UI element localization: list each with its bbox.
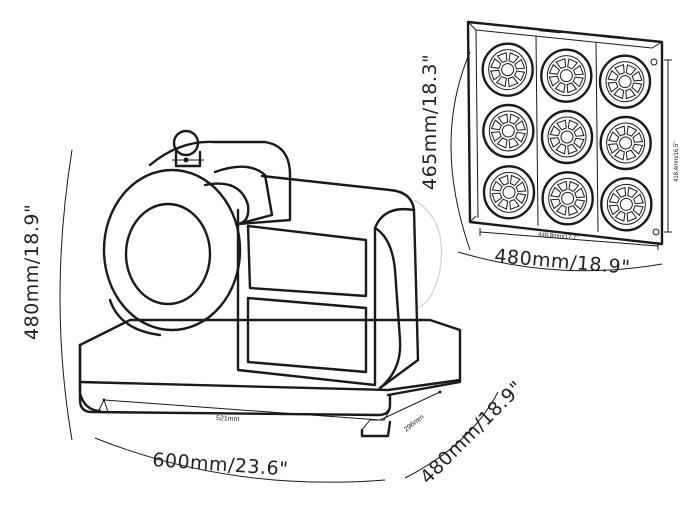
- crimp-die: [599, 115, 652, 171]
- die-grid: [481, 42, 653, 232]
- pressing-head: [102, 129, 292, 337]
- crimp-die: [482, 165, 536, 220]
- cylinder-opening: [124, 202, 212, 306]
- machine-width-label: 600mm/23.6": [152, 449, 289, 480]
- depth-dimension-arc: [404, 391, 499, 479]
- machine-base: [78, 318, 462, 438]
- top-knob: [172, 129, 200, 157]
- panel-width-dimension-line: [479, 231, 659, 247]
- crimp-die: [600, 177, 653, 232]
- height-dimension-arc: [59, 149, 73, 441]
- crimp-die: [540, 48, 593, 103]
- panel-height-label: 465mm/18.3": [419, 54, 441, 190]
- base-width-dimension-line: [103, 399, 381, 421]
- panel-inner-height-label: 418.4mm/16.5": [674, 142, 680, 183]
- machine-height-label: 480mm/18.9": [21, 204, 43, 340]
- crimp-die: [541, 171, 594, 226]
- cylinder-front-ring: [102, 168, 242, 332]
- upper-panel: [246, 224, 368, 298]
- panel-inner-width-label: 448.8mm/17.7": [538, 232, 579, 242]
- crimp-die: [482, 103, 535, 159]
- side-handwheel: [413, 199, 443, 309]
- width-dimension-arc: [94, 437, 386, 483]
- panel-width-arc: [457, 251, 663, 272]
- panel-height-arc: [450, 51, 471, 251]
- crimp-die: [540, 109, 594, 165]
- die-storage-panel: [466, 20, 672, 250]
- crimp-die: [598, 54, 652, 109]
- base-depth-label: 296mm: [403, 414, 426, 434]
- lower-panel: [246, 296, 368, 374]
- machine-depth-label: 480mm/18.9": [416, 377, 528, 489]
- base-depth-dimension-line: [379, 391, 441, 421]
- crimp-die: [481, 42, 534, 97]
- base-width-label: 521mm: [216, 415, 240, 423]
- machine-cabinet: [236, 174, 443, 390]
- panel-width-label: 480mm/18.9": [494, 245, 632, 279]
